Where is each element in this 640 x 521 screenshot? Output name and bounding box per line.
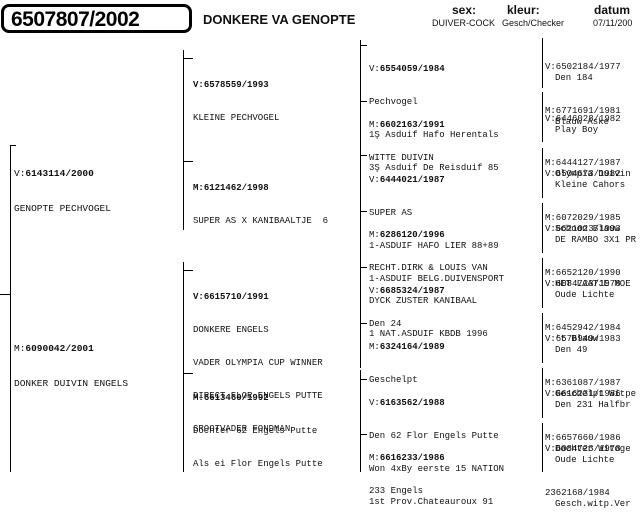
gen2-tick (183, 58, 193, 59)
gen3-bird: V:6554059/1984 Pechvogel 1Ş Asduif Hafo … (369, 64, 499, 173)
gen3-bird: M:6602163/1991 WITTE DUIVIN (369, 120, 445, 163)
gen3-bracket (360, 370, 361, 472)
gen1-tick-mid (0, 294, 10, 295)
gen2-bracket-bottom (183, 262, 184, 472)
gen3-bracket (360, 150, 361, 262)
gen2-bird: V:6578559/1993 KLEINE PECHVOGEL (193, 80, 280, 123)
gen4-bracket (542, 368, 543, 418)
gen3-bird: M:6324164/1989 Geschelpt (369, 342, 445, 385)
gen3-tick (360, 379, 367, 380)
gen4-bracket (542, 423, 543, 472)
gen3-tick (360, 211, 367, 212)
gen1-father: V:6143114/2000 GENOPTE PECHVOGEL (14, 168, 111, 214)
gen2-bird: M:6613460/1992 Dochter 62 Engels Putte A… (193, 393, 323, 469)
gen3-tick (360, 323, 367, 324)
date-label: datum (594, 3, 630, 17)
gen3-bird: M:6616233/1986 233 Engels (369, 453, 445, 496)
color-value: Gesch/Checker (502, 18, 565, 28)
gen4-bracket (542, 258, 543, 308)
gen3-tick (360, 434, 367, 435)
gen3-tick (360, 101, 367, 102)
gen4-bracket (542, 203, 543, 253)
gen2-tick (183, 161, 193, 162)
gen2-tick (183, 373, 193, 374)
gen1-tick-top (10, 145, 16, 146)
gen3-bird: V:6685324/1987 Den 24 (369, 286, 445, 329)
gen1-bracket-line (10, 145, 11, 472)
gen3-bracket (360, 40, 361, 155)
gen2-tick (183, 270, 193, 271)
gen4-bracket (542, 92, 543, 142)
pigeon-ring-number: 6507807/2002 (11, 8, 140, 31)
gen4-bracket (542, 313, 543, 363)
gen2-bird: V:6615710/1991 DONKERE ENGELS VADER OLYM… (193, 292, 323, 434)
gen4-bracket (542, 148, 543, 198)
gen3-tick (360, 267, 367, 268)
color-label: kleur: (507, 3, 540, 17)
gen1-mother: M:6090042/2001 DONKER DUIVIN ENGELS (14, 343, 129, 389)
gen3-tick (360, 45, 367, 46)
gen3-tick (360, 155, 367, 156)
date-value: 07/11/200 (593, 18, 633, 28)
gen2-bird: M:6121462/1998 SUPER AS X KANIBAALTJE 6 (193, 183, 329, 226)
ring-number-box (1, 4, 192, 33)
gen4-bracket (542, 38, 543, 88)
gen3-bird: V:6444021/1987 SUPER AS 1-ASDUIF HAFO LI… (369, 175, 505, 284)
sex-label: sex: (452, 3, 477, 17)
gen3-bracket (360, 258, 361, 368)
gen2-bracket-top (183, 50, 184, 230)
gen3-bird: M:6286120/1996 RECHT.DIRK & LOUIS VAN DY… (369, 230, 488, 339)
sex-value: DUIVER-COCK (432, 18, 496, 28)
pigeon-name: DONKERE VA GENOPTE (203, 12, 356, 27)
